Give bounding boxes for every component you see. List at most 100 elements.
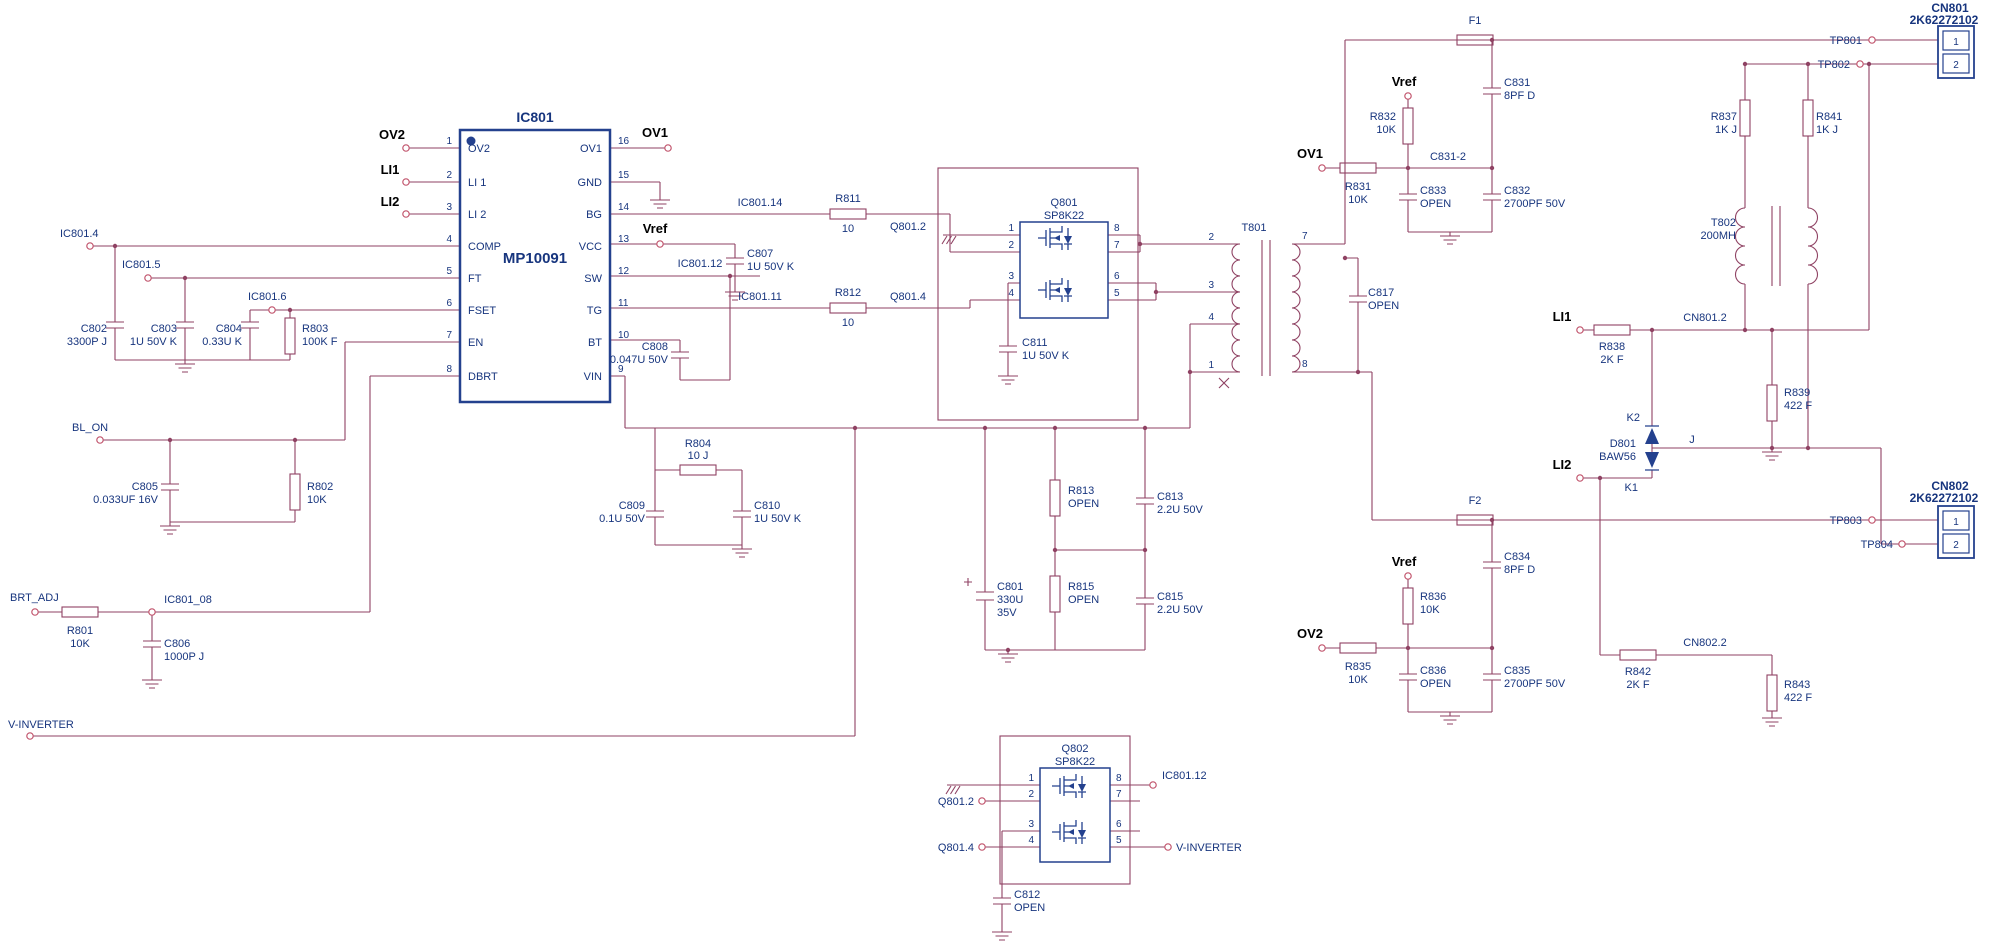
- resistor-r837: [1739, 99, 1751, 137]
- ref-c802: C802: [81, 323, 107, 335]
- ref-r811: R811: [835, 193, 860, 205]
- resistor-r832: [1402, 107, 1414, 145]
- terminal-vref: [656, 240, 664, 248]
- ref-f2: F2: [1469, 495, 1482, 507]
- resistor-r839: [1766, 384, 1778, 422]
- cn801-body: [1937, 25, 1975, 79]
- resistor-r811: [829, 208, 867, 220]
- net-label-v-inverter: V-INVERTER: [8, 719, 74, 731]
- ref-c810: C810: [754, 500, 780, 512]
- cap-c804: [240, 321, 260, 329]
- ref-r841: R841: [1816, 111, 1842, 123]
- terminal-ic801-5: [144, 274, 152, 282]
- junction-dots: [112, 37, 1872, 653]
- ref-c805: C805: [132, 481, 158, 493]
- val-r839: 422 F: [1784, 400, 1812, 412]
- fuses: [1456, 34, 1494, 526]
- pin-number: 2: [1953, 60, 1959, 71]
- resistor-r815: [1049, 575, 1061, 613]
- pin-number: 13: [618, 234, 630, 245]
- ic801-part: MP10091: [503, 250, 567, 267]
- ground: [141, 675, 163, 689]
- ref-r812: R812: [835, 287, 861, 299]
- capacitors: [105, 87, 1502, 905]
- ref-c806: C806: [164, 638, 190, 650]
- pin-name: DBRT: [468, 371, 498, 383]
- val-c832: 2700PF 50V: [1504, 198, 1566, 210]
- val-c812: OPEN: [1014, 902, 1045, 914]
- net-label-brt-adj: BRT_ADJ: [10, 592, 59, 604]
- net-label-ic801-11: IC801.11: [738, 291, 782, 303]
- ref-c817: C817: [1368, 287, 1394, 299]
- q802-body: [1039, 767, 1111, 863]
- pin-number: 8: [1302, 359, 1308, 370]
- val-c815: 2.2U 50V: [1157, 604, 1204, 616]
- ic801-ref: IC801: [516, 109, 554, 125]
- cn801-pin1-cell: [1942, 30, 1970, 51]
- pin-number: 10: [618, 330, 630, 341]
- net-label-li1: LI1: [381, 162, 400, 177]
- pin-number: 7: [1114, 240, 1120, 251]
- pin-number: 1: [1953, 517, 1959, 528]
- mosfet-icon: [1051, 819, 1087, 845]
- val-c807: 1U 50V K: [747, 261, 795, 273]
- resistor-r802: [289, 473, 301, 511]
- terminal-ov1-top: [1318, 164, 1326, 172]
- terminal-vref-top: [1404, 92, 1412, 100]
- ground: [1439, 231, 1461, 245]
- mosfet-icon: [1037, 277, 1073, 303]
- net-label-ic801-4: IC801.4: [60, 228, 99, 240]
- pin-number: 6: [1116, 819, 1122, 830]
- wires-top-right: [1325, 39, 1938, 233]
- resistor-r803: [284, 317, 296, 355]
- val-c802: 3300P J: [67, 336, 107, 348]
- val-c803: 1U 50V K: [130, 336, 178, 348]
- net-label-vref: Vref: [643, 221, 668, 236]
- ref-c801: C801: [997, 581, 1023, 593]
- cap-c805: [160, 483, 180, 491]
- cap-c806: [142, 640, 162, 648]
- resistor-r813: [1049, 479, 1061, 517]
- cap-c807: [725, 257, 745, 265]
- ref-r832: R832: [1370, 111, 1396, 123]
- ic801-body: [458, 128, 612, 404]
- resistor-r843: [1766, 674, 1778, 712]
- val-r813: OPEN: [1068, 498, 1099, 510]
- terminal-q801-4: [978, 843, 986, 851]
- wires-ic-right: [610, 147, 1020, 428]
- cap-c832: [1482, 193, 1502, 201]
- cap-c809: [645, 510, 665, 518]
- net-label-k1: K1: [1625, 482, 1638, 494]
- ref-q801: Q801: [1051, 197, 1078, 209]
- pin-number: 2: [446, 170, 452, 181]
- ref-t801: T801: [1241, 222, 1266, 234]
- terminal-tp804: [1898, 540, 1906, 548]
- ref-r804: R804: [685, 438, 711, 450]
- cap-c835: [1482, 673, 1502, 681]
- val2-c801: 35V: [997, 607, 1017, 619]
- pin-name: FSET: [468, 305, 496, 317]
- pin-number: 11: [618, 298, 629, 309]
- wires-bottom-right: [1325, 519, 1938, 713]
- val-c833: OPEN: [1420, 198, 1451, 210]
- terminal-li2-right: [1576, 474, 1584, 482]
- net-label-tp802: TP802: [1818, 59, 1850, 71]
- val-c831: 8PF D: [1504, 90, 1535, 102]
- cap-c811: [998, 345, 1018, 353]
- terminal-v-inverter-b: [1164, 843, 1172, 851]
- ref-r837: R837: [1711, 111, 1737, 123]
- net-label-ov2: OV2: [379, 127, 405, 142]
- val-c805: 0.033UF 16V: [93, 494, 158, 506]
- val-r832: 10K: [1376, 124, 1396, 136]
- ref-r803: R803: [302, 323, 328, 335]
- cn802-pin1-cell: [1942, 510, 1970, 531]
- ground: [159, 521, 181, 535]
- part-cn801: 2K62272102: [1910, 13, 1979, 27]
- pin-number: 15: [618, 170, 630, 181]
- ref-c833: C833: [1420, 185, 1446, 197]
- pin-number: 1: [1953, 37, 1959, 48]
- cap-c812: [992, 897, 1012, 905]
- pin-name: COMP: [468, 241, 501, 253]
- ground: [991, 927, 1013, 941]
- cap-c810: [732, 510, 752, 518]
